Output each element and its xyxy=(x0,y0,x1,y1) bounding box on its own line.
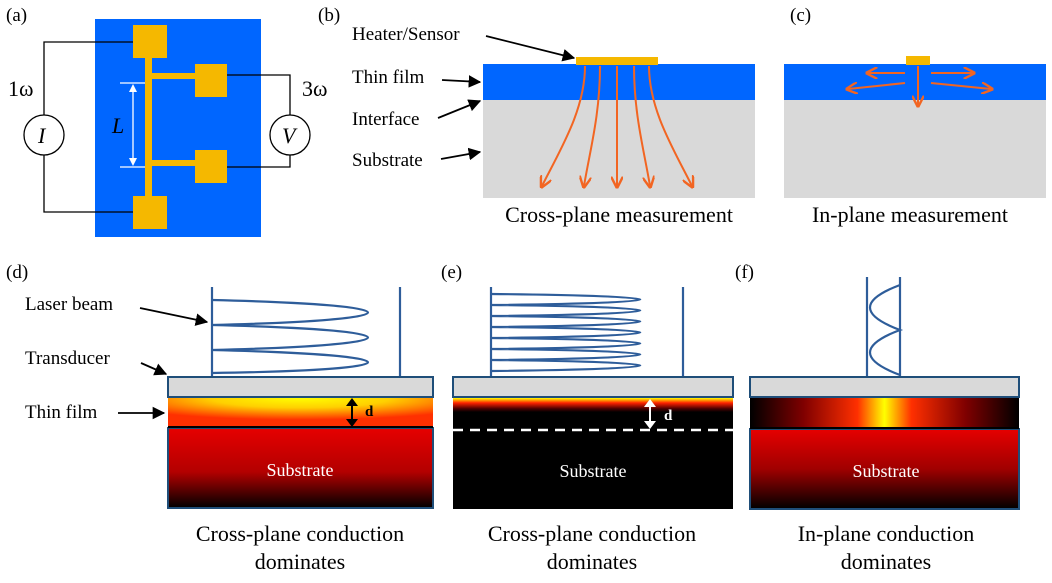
caption-e-line2: dominates xyxy=(547,549,637,574)
heater-leader-arrow xyxy=(485,35,576,62)
substrate-label-d: Substrate xyxy=(267,460,334,480)
transducer-label: Transducer xyxy=(25,348,110,369)
panel-c-label: (c) xyxy=(790,5,811,26)
voltmeter xyxy=(269,114,311,156)
thin-film-label-b: Thin film xyxy=(352,67,425,88)
panel-a-label: (a) xyxy=(6,5,27,26)
thin-film-e xyxy=(453,398,733,412)
pad-bottom-right xyxy=(195,150,227,183)
thickness-symbol-d: d xyxy=(365,404,374,420)
substrate-label-f: Substrate xyxy=(853,461,920,481)
in-plane-heat-arrows xyxy=(848,66,991,105)
thin-film-leader-arrow xyxy=(441,75,482,88)
thickness-symbol-e: d xyxy=(664,408,673,424)
panel-d: (d) d Substrate Laser beam Transducer Th… xyxy=(6,262,434,574)
laser-beam-d xyxy=(210,287,402,378)
laser-leader-arrow xyxy=(139,307,209,326)
voltage-symbol: V xyxy=(282,123,298,148)
length-dimension: L xyxy=(111,82,145,168)
thickness-marker-d: d xyxy=(346,398,374,427)
heater-sensor-label: Heater/Sensor xyxy=(352,24,460,45)
caption-c: In-plane measurement xyxy=(812,202,1008,227)
thickness-marker-e: d xyxy=(644,399,673,429)
thin-film-layer xyxy=(483,64,755,100)
thin-film-f xyxy=(750,398,1019,428)
heater-sensor xyxy=(576,57,658,65)
thin-film-layer-c xyxy=(784,64,1046,100)
panel-b: (b) Heater/Sensor Thin film Interface Su… xyxy=(318,5,755,227)
panel-b-label: (b) xyxy=(318,5,340,26)
pad-top-right xyxy=(195,64,227,97)
length-symbol: L xyxy=(111,113,124,138)
pad-top-left xyxy=(133,25,167,58)
interface-label: Interface xyxy=(352,109,420,130)
transducer-f xyxy=(749,376,1020,398)
circuit-wires xyxy=(43,41,291,213)
input-frequency: 1ω xyxy=(8,76,33,101)
substrate-layer xyxy=(483,98,755,198)
heater-line xyxy=(145,55,198,205)
current-symbol: I xyxy=(37,123,47,148)
transducer-leader-arrow xyxy=(140,362,168,376)
panel-f-label: (f) xyxy=(735,262,754,283)
substrate-label-e: Substrate xyxy=(560,461,627,481)
transducer-e xyxy=(452,376,734,398)
laser-beam-label: Laser beam xyxy=(25,294,113,315)
panel-f: (f) Substrate In-plane conduction domina… xyxy=(735,262,1020,574)
laser-beam-e xyxy=(489,287,685,378)
substrate-e xyxy=(453,398,733,509)
panel-d-label: (d) xyxy=(6,262,28,283)
output-frequency: 3ω xyxy=(302,76,327,101)
heater-sensor-c xyxy=(906,56,930,65)
pad-bottom-left xyxy=(133,196,167,229)
caption-b: Cross-plane measurement xyxy=(505,202,733,227)
substrate-leader-arrow xyxy=(440,147,482,161)
caption-d-line1: Cross-plane conduction xyxy=(196,521,404,546)
thin-film-label-d: Thin film xyxy=(25,402,98,423)
substrate-f xyxy=(749,428,1020,510)
interface-leader-arrow xyxy=(437,99,482,119)
laser-beam-f xyxy=(865,277,904,378)
current-source xyxy=(23,114,65,156)
caption-e-line1: Cross-plane conduction xyxy=(488,521,696,546)
panel-e: (e) d Substrate Cross-plane conduction d… xyxy=(441,262,734,574)
contact-pads xyxy=(133,25,227,229)
caption-d-line2: dominates xyxy=(255,549,345,574)
substrate-layer-c xyxy=(784,98,1046,198)
caption-f-line2: dominates xyxy=(841,549,931,574)
transducer-d xyxy=(167,376,434,398)
panel-a: (a) L xyxy=(6,5,327,237)
caption-f-line1: In-plane conduction xyxy=(798,521,975,546)
substrate-label-b: Substrate xyxy=(352,150,423,171)
thin-film-d xyxy=(168,398,433,427)
cross-plane-heat-arrows xyxy=(542,65,692,186)
panel-c: (c) In-plane measurement xyxy=(784,5,1046,227)
panel-e-label: (e) xyxy=(441,262,462,283)
chip-substrate xyxy=(95,19,261,237)
